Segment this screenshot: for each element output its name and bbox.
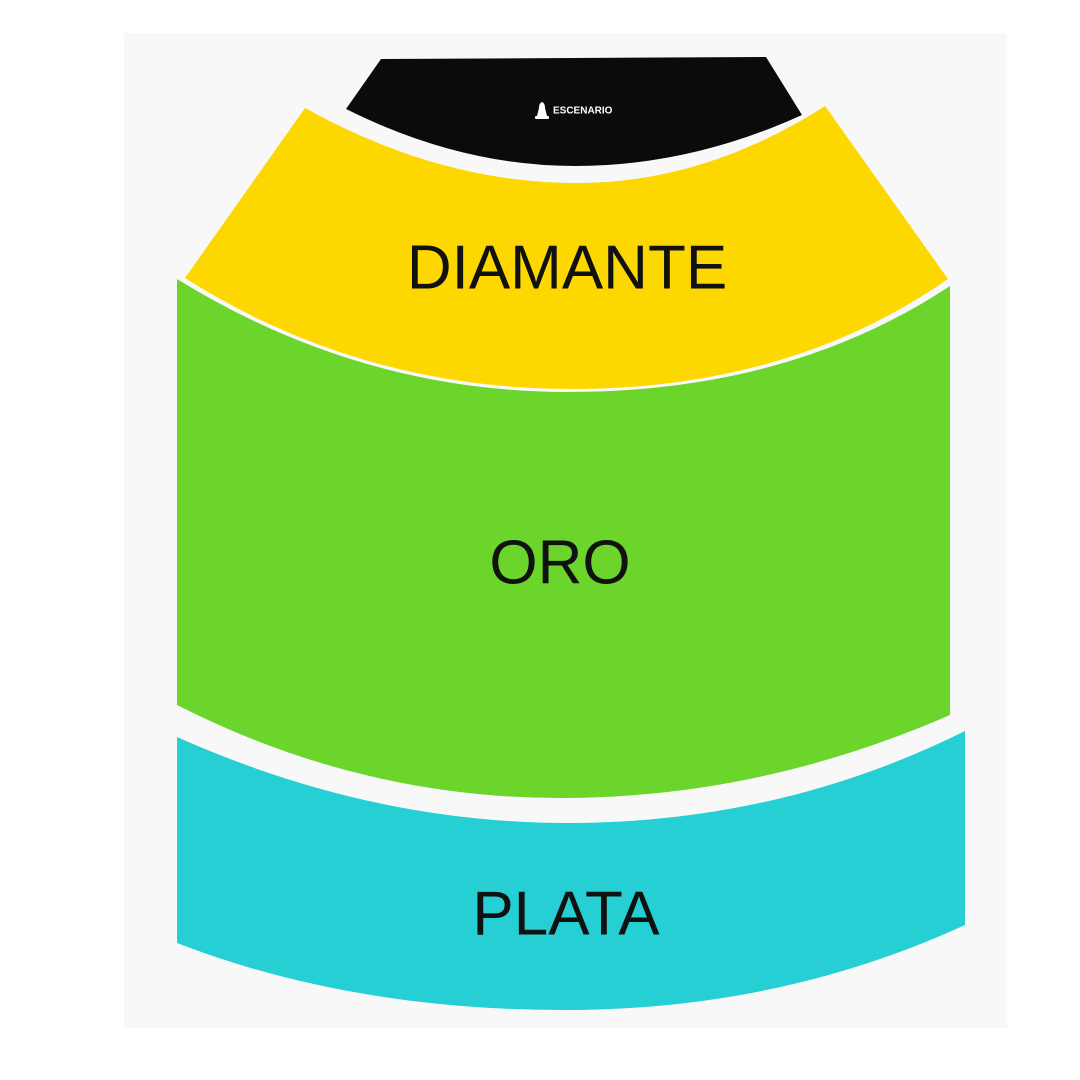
section-plata-label: PLATA (472, 879, 660, 948)
section-oro[interactable]: ORO (177, 279, 950, 798)
section-oro-shape[interactable] (177, 279, 950, 798)
stage-shape (346, 57, 802, 166)
section-plata-shape[interactable] (177, 731, 965, 1010)
section-diamante-shape[interactable] (185, 106, 948, 389)
section-diamante-label: DIAMANTE (407, 233, 727, 302)
bell-icon (535, 102, 549, 119)
section-plata[interactable]: PLATA (177, 731, 965, 1010)
stage: ESCENARIO (346, 57, 802, 166)
section-diamante[interactable]: DIAMANTE (185, 106, 948, 389)
stage-label: ESCENARIO (553, 106, 613, 117)
section-oro-label: ORO (489, 528, 630, 597)
